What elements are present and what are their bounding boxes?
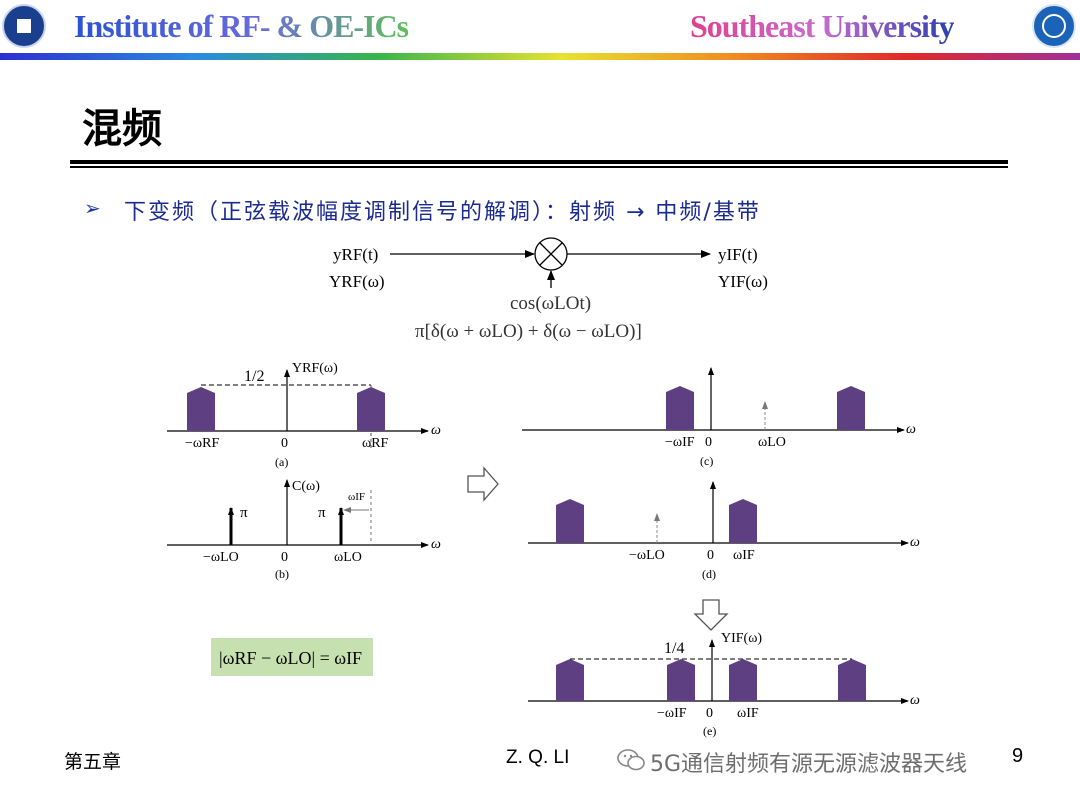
caption: (e): [703, 724, 716, 738]
band-e-3: [729, 659, 757, 701]
caption: (a): [275, 455, 288, 469]
axis-label: ω: [910, 535, 920, 550]
caption: (b): [275, 567, 289, 581]
university-title: Southeast University: [690, 8, 955, 44]
hollow-down-arrow-icon: [693, 599, 729, 631]
page-number: 9: [1012, 745, 1024, 767]
panel-d: −ωLO 0 ωIF ω (d): [528, 481, 920, 581]
bullet-arrow-icon: ➢: [84, 196, 101, 220]
wechat-icon: [617, 749, 645, 771]
band-high: [837, 386, 865, 430]
tick-neg: −ωIF: [657, 706, 687, 721]
level-label: 1/4: [664, 640, 684, 657]
band-e-2: [667, 659, 695, 701]
band-e-1: [556, 659, 584, 701]
lo-time-label: cos(ωLOt): [510, 293, 591, 314]
level-label: 1/2: [244, 368, 264, 385]
pi-left: π: [240, 505, 248, 521]
caption: (c): [700, 454, 713, 468]
tick-neg: −ωIF: [665, 435, 695, 450]
tick-neg: −ωLO: [629, 548, 665, 563]
pi-right: π: [318, 505, 326, 521]
band-e-4: [838, 659, 866, 701]
caption: (d): [702, 567, 716, 581]
axis-label: ω: [906, 422, 916, 437]
band-neg-high: [556, 499, 584, 543]
university-logo-right: [1032, 4, 1076, 48]
tick-zero: 0: [707, 548, 714, 563]
tick-pos: ωLO: [758, 435, 786, 450]
axis-label: ω: [910, 693, 920, 708]
tick-zero: 0: [281, 436, 288, 451]
tick-zero: 0: [281, 550, 288, 565]
tick-zero: 0: [706, 706, 713, 721]
institute-title: Institute of RF- & OE-ICs: [74, 8, 409, 44]
band-neg-if: [666, 386, 694, 430]
ylabel: YIF(ω): [721, 631, 762, 646]
tick-pos: ωIF: [737, 706, 759, 721]
hollow-right-arrow-icon: [467, 466, 499, 502]
formula-box: [211, 638, 373, 676]
tick-zero: 0: [705, 435, 712, 450]
rf-freq-label: YRF(ω): [329, 272, 385, 291]
offset-label: ωIF: [348, 491, 365, 503]
lo-freq-label: π[δ(ω + ωLO) + δ(ω − ωLO)]: [415, 321, 642, 342]
tick-pos: ωLO: [334, 550, 362, 565]
tick-neg: −ωRF: [185, 436, 219, 451]
title-rule-thin: [70, 166, 1008, 168]
axis-label: ω: [431, 423, 441, 438]
header-rainbow-bar: [0, 53, 1080, 60]
panel-e: 1/4 YIF(ω) −ωIF 0 ωIF ω (e): [528, 631, 920, 738]
panel-c: −ωIF 0 ωLO ω (c): [522, 367, 916, 468]
band-pos-rf: [357, 387, 385, 431]
panel-a: 1/2 YRF(ω) −ωRF 0 ωRF ω (a): [167, 361, 441, 469]
slide-title: 混频: [82, 106, 162, 152]
chapter-label: 第五章: [64, 751, 122, 773]
axis-label: ω: [431, 537, 441, 552]
mixer-block: yRF(t) YRF(ω) yIF(t) YIF(ω) cos(ωLOt) π[…: [329, 237, 768, 342]
tick-pos: ωIF: [733, 548, 755, 563]
tick-neg: −ωLO: [203, 550, 239, 565]
tick-pos: ωRF: [362, 436, 389, 451]
if-frequency-formula: |ωRF − ωLO| = ωIF: [219, 648, 362, 668]
slide-subtitle: 下变频（正弦载波幅度调制信号的解调）：射频 → 中频/基带: [124, 200, 761, 225]
ylabel: YRF(ω): [292, 361, 338, 376]
band-pos-if: [729, 499, 757, 543]
university-logo-left: [2, 4, 46, 48]
panel-b: π π ωIF C(ω) −ωLO 0 ωLO ω (b): [167, 479, 441, 581]
rf-time-label: yRF(t): [333, 245, 378, 264]
title-rule-thick: [70, 160, 1008, 164]
ylabel: C(ω): [292, 479, 320, 494]
if-freq-label: YIF(ω): [718, 272, 768, 291]
band-neg-rf: [187, 387, 215, 431]
author-label: Z. Q. LI: [506, 747, 570, 768]
watermark-text: 5G通信射频有源无源滤波器天线: [650, 752, 968, 777]
if-time-label: yIF(t): [718, 245, 758, 264]
